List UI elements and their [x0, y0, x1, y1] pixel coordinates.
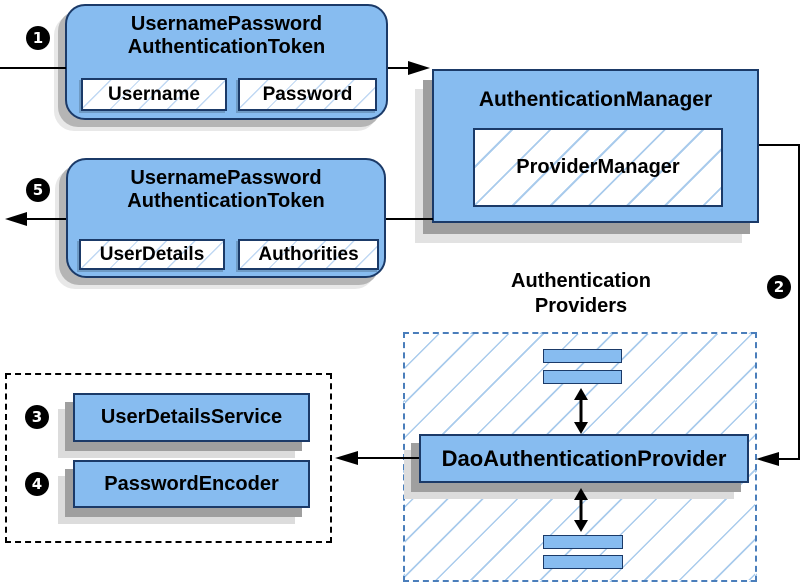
- step-badge-3: 3: [25, 405, 49, 429]
- arrowhead-outgoing-icon: [5, 212, 27, 226]
- provider-stack-bar-2: [543, 370, 622, 384]
- request-token-node: UsernamePassword AuthenticationToken Use…: [65, 4, 388, 120]
- provider-stack-bar-1: [543, 349, 622, 363]
- provider-stack-bar-3: [543, 535, 623, 549]
- password-field: Password: [238, 78, 377, 111]
- step-badge-2: 2: [767, 275, 791, 299]
- password-encoder-node: PasswordEncoder: [73, 460, 310, 508]
- request-token-title-line2: AuthenticationToken: [127, 36, 326, 58]
- response-token-title: UsernamePassword AuthenticationToken: [68, 160, 384, 213]
- user-details-field: UserDetails: [79, 239, 225, 270]
- authorities-field: Authorities: [238, 239, 379, 270]
- arrowhead-into-services-icon: [335, 451, 358, 465]
- username-field: Username: [81, 78, 227, 111]
- request-token-title-line1: UsernamePassword: [130, 13, 323, 35]
- flow-line-manager-to-provider: [759, 144, 800, 460]
- dao-authentication-provider-label: DaoAuthenticationProvider: [441, 445, 727, 471]
- arrowhead-into-provider-icon: [756, 452, 779, 466]
- dao-authentication-provider-node: DaoAuthenticationProvider: [419, 434, 749, 483]
- providers-group-title-line1: Authentication: [511, 270, 651, 292]
- arrowhead-into-manager-icon: [408, 61, 430, 75]
- step-badge-5: 5: [26, 178, 50, 202]
- services-group-box: [5, 373, 332, 543]
- authentication-manager-node: AuthenticationManager ProviderManager: [432, 69, 759, 223]
- response-token-node: UsernamePassword AuthenticationToken Use…: [66, 158, 386, 278]
- providers-group-title-line2: Providers: [534, 295, 628, 317]
- providers-group-title: Authentication Providers: [466, 269, 696, 319]
- authentication-manager-title: AuthenticationManager: [478, 88, 713, 111]
- user-details-service-label: UserDetailsService: [100, 406, 283, 428]
- provider-stack-bar-4: [543, 555, 623, 569]
- password-encoder-label: PasswordEncoder: [104, 472, 279, 495]
- response-token-title-line2: AuthenticationToken: [127, 190, 325, 212]
- step-badge-4: 4: [25, 472, 49, 496]
- user-details-service-node: UserDetailsService: [73, 393, 310, 442]
- response-token-title-line1: UsernamePassword: [130, 167, 322, 189]
- request-token-title: UsernamePassword AuthenticationToken: [67, 6, 386, 59]
- step-badge-1: 1: [26, 26, 50, 50]
- provider-manager-box: ProviderManager: [473, 128, 723, 207]
